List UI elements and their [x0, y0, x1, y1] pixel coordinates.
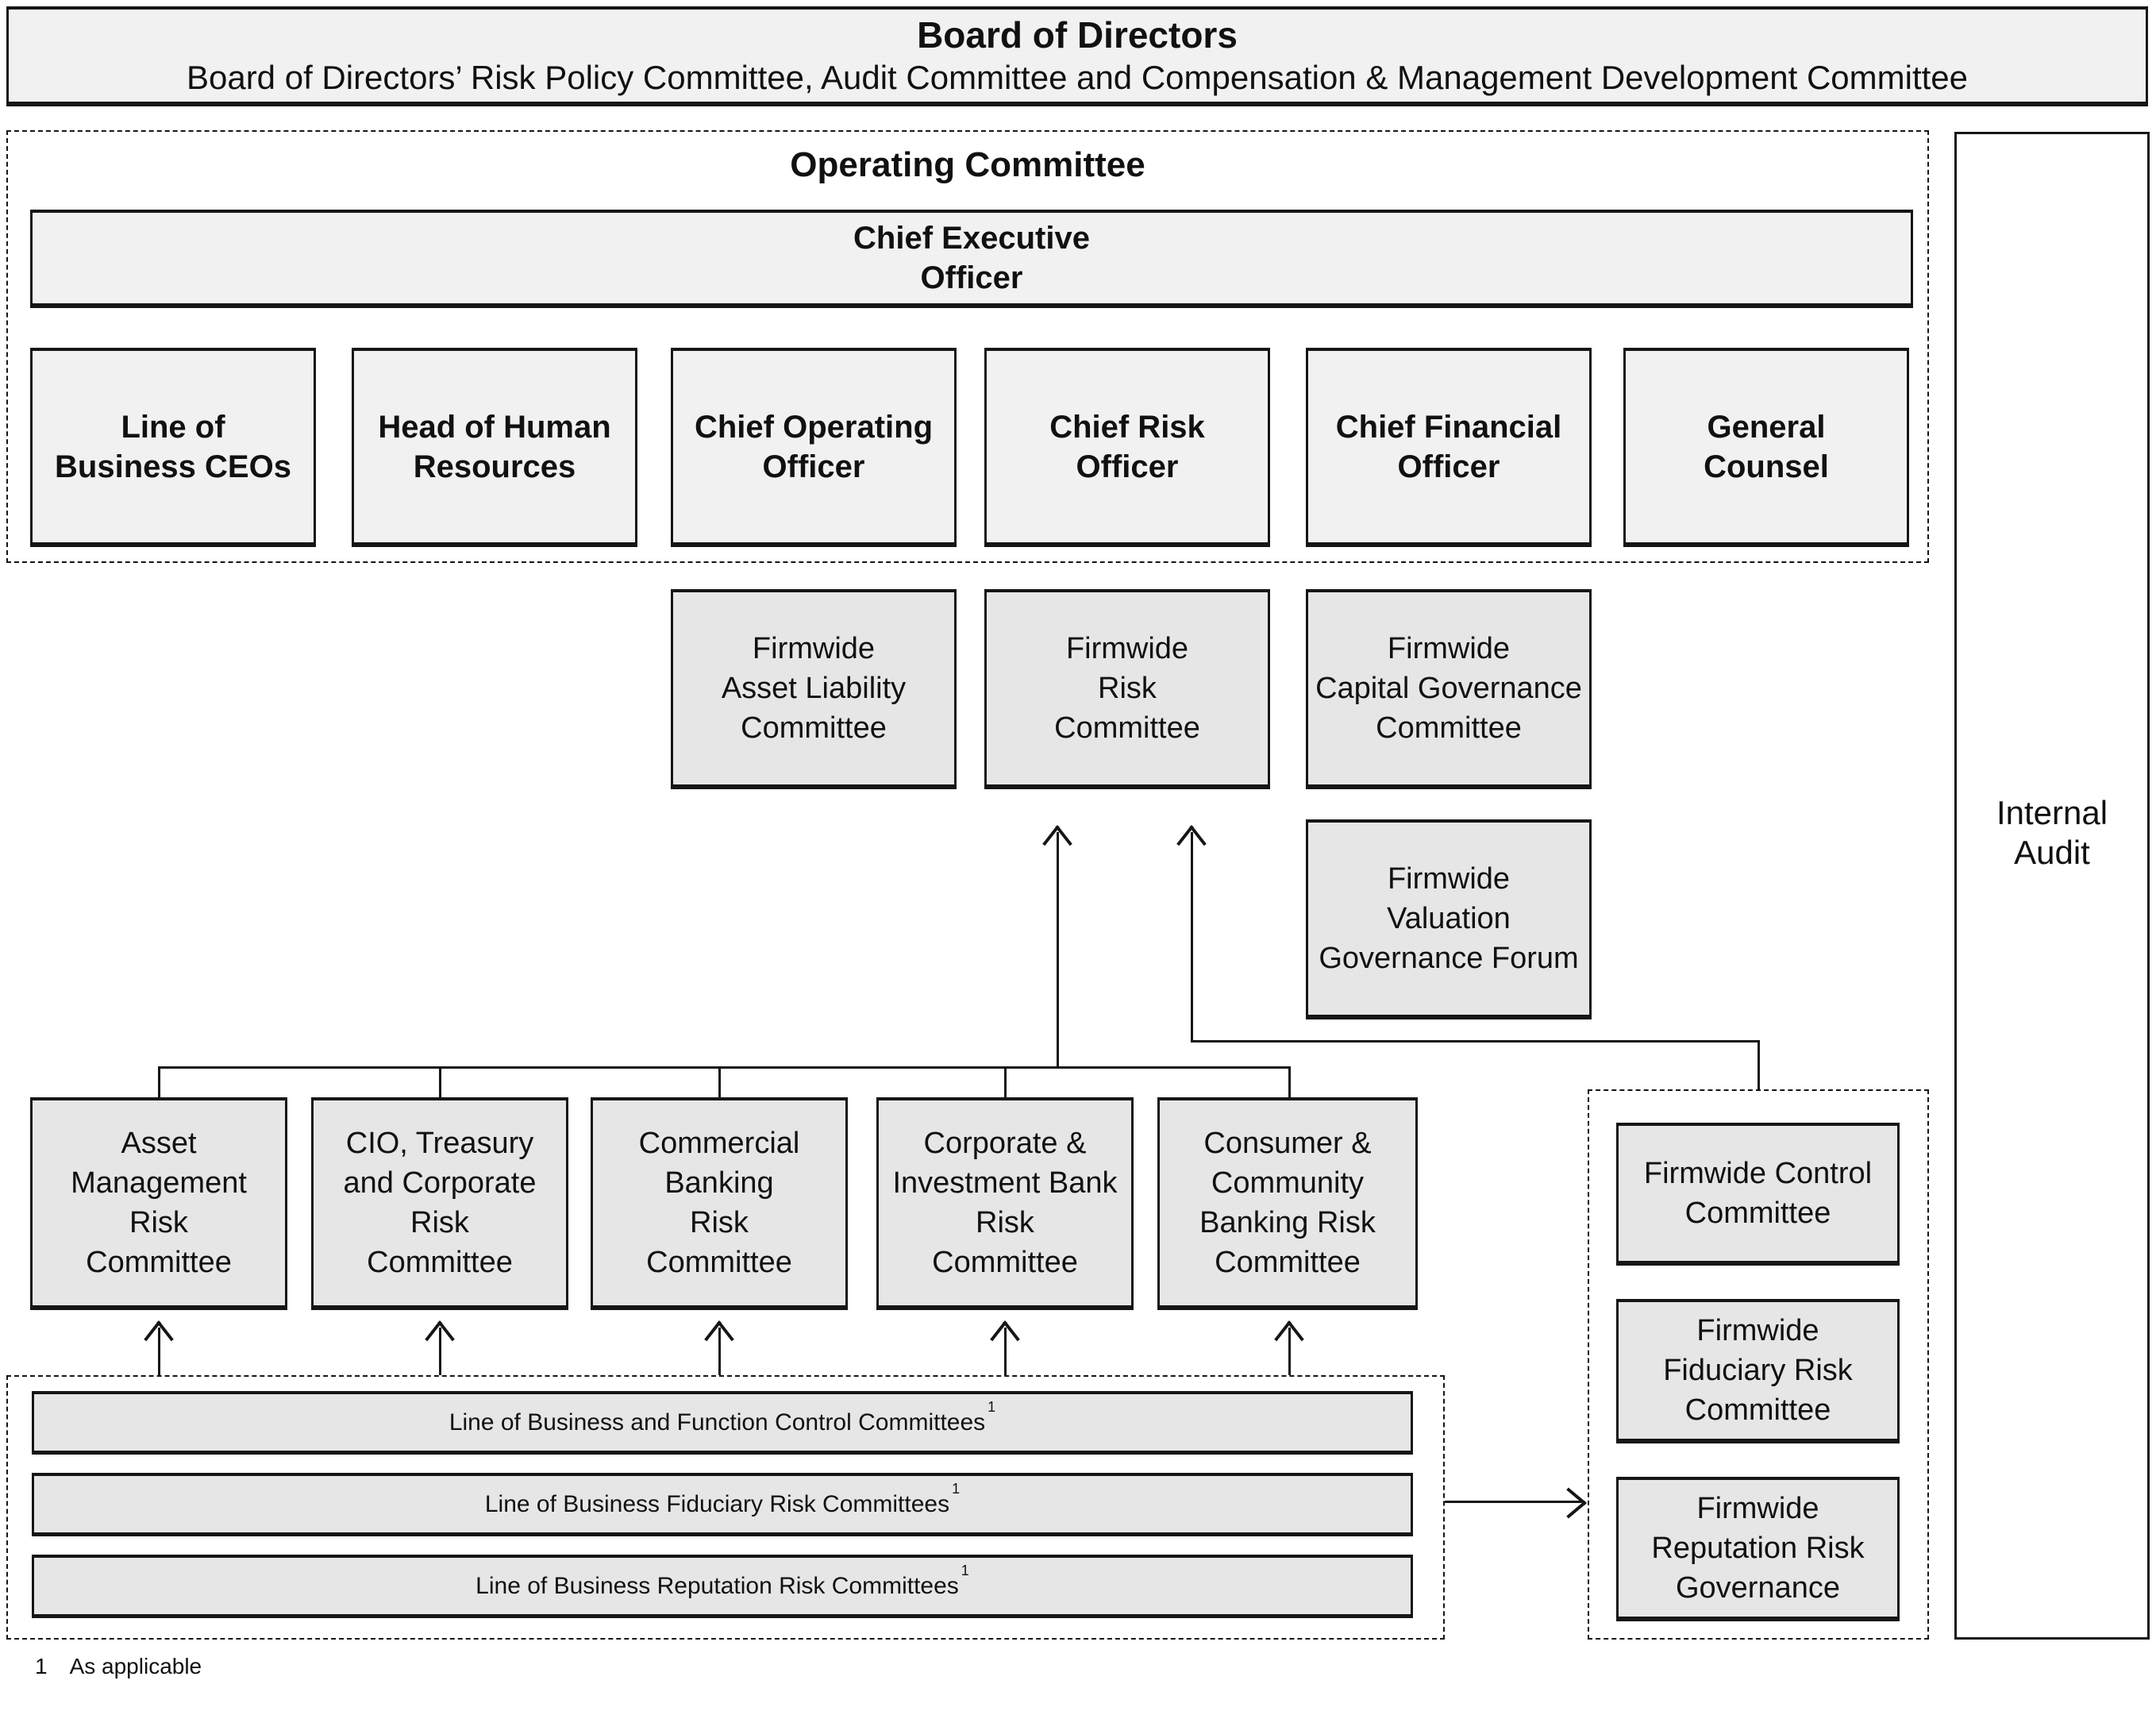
box-head-of-human-resources: Head of Human Resources	[352, 348, 637, 547]
box-asset-management-risk-committee: Asset Management Risk Committee	[30, 1097, 287, 1310]
ceo-box: Chief Executive Officer	[30, 210, 1913, 308]
firmwide-capital-governance-label: Firmwide Capital Governance Committee	[1315, 631, 1582, 746]
box-firmwide-risk-committee: Firmwide Risk Committee	[984, 589, 1270, 789]
lob-reputation-committees-text: Line of Business Reputation Risk Committ…	[475, 1563, 969, 1601]
box-firmwide-valuation-governance-forum: Firmwide Valuation Governance Forum	[1306, 819, 1592, 1019]
footnote-text: As applicable	[69, 1654, 202, 1678]
connector-stub-commercial-banking	[718, 1066, 721, 1099]
box-general-counsel: General Counsel	[1623, 348, 1909, 547]
firmwide-fiduciary-risk-label: Firmwide Fiduciary Risk Committee	[1663, 1313, 1853, 1428]
firmwide-governance-group	[1588, 1089, 1929, 1640]
connector-risk-trunk	[158, 1066, 1291, 1069]
lob-fiduciary-committees-label: Line of Business Fiduciary Risk Committe…	[484, 1490, 950, 1517]
operating-committee-label: Operating Committee	[790, 145, 1145, 184]
operating-committee-group	[6, 130, 1929, 563]
firmwide-risk-committee-label: Firmwide Risk Committee	[1054, 631, 1200, 746]
connector-up-5	[1288, 1328, 1291, 1375]
firmwide-reputation-risk-label: Firmwide Reputation Risk Governance	[1651, 1491, 1865, 1605]
connector-stub-asset-management	[158, 1066, 160, 1099]
footnote: 1 As applicable	[35, 1653, 202, 1680]
box-chief-risk-officer: Chief Risk Officer	[984, 348, 1270, 547]
commercial-banking-risk-label: Commercial Banking Risk Committee	[638, 1126, 800, 1280]
connector-to-firmwide-group	[1445, 1501, 1581, 1503]
connector-up-2	[439, 1328, 441, 1375]
lob-control-committees-text: Line of Business and Function Control Co…	[449, 1400, 995, 1437]
box-consumer-community-banking-risk-committee: Consumer & Community Banking Risk Commit…	[1157, 1097, 1418, 1310]
box-cio-treasury-corporate-risk-committee: CIO, Treasury and Corporate Risk Committ…	[311, 1097, 568, 1310]
ceo-label: Chief Executive Officer	[853, 221, 1090, 295]
consumer-community-banking-risk-label: Consumer & Community Banking Risk Commit…	[1199, 1126, 1376, 1280]
chief-risk-officer-label: Chief Risk Officer	[1049, 409, 1205, 484]
lob-fiduciary-committees-text: Line of Business Fiduciary Risk Committe…	[484, 1482, 960, 1519]
corporate-investment-bank-risk-label: Corporate & Investment Bank Risk Committ…	[892, 1126, 1118, 1280]
firmwide-asset-liability-label: Firmwide Asset Liability Committee	[721, 631, 907, 746]
connector-stub-corporate-ib	[1004, 1066, 1007, 1099]
board-title: Board of Directors	[917, 13, 1238, 56]
box-firmwide-control-committee: Firmwide Control Committee	[1616, 1123, 1900, 1266]
connector-up-1	[158, 1328, 160, 1375]
lob-reputation-committees-label: Line of Business Reputation Risk Committ…	[475, 1572, 959, 1599]
cio-treasury-corporate-risk-label: CIO, Treasury and Corporate Risk Committ…	[343, 1126, 537, 1280]
box-firmwide-reputation-risk-governance: Firmwide Reputation Risk Governance	[1616, 1477, 1900, 1621]
lob-reputation-footnote-marker: 1	[961, 1562, 969, 1578]
chief-financial-officer-label: Chief Financial Officer	[1335, 409, 1562, 484]
box-commercial-banking-risk-committee: Commercial Banking Risk Committee	[591, 1097, 848, 1310]
operating-committee-label-row: Operating Committee	[0, 145, 1935, 187]
box-firmwide-fiduciary-risk-committee: Firmwide Fiduciary Risk Committee	[1616, 1299, 1900, 1443]
connector-elbow-vertical	[1758, 1040, 1760, 1091]
internal-audit-box: Internal Audit	[1954, 132, 2150, 1640]
general-counsel-label: General Counsel	[1704, 409, 1829, 484]
box-chief-operating-officer: Chief Operating Officer	[671, 348, 957, 547]
connector-up-4	[1004, 1328, 1007, 1375]
lob-control-committees-label: Line of Business and Function Control Co…	[449, 1409, 986, 1436]
line-of-business-ceos-label: Line of Business CEOs	[55, 409, 291, 484]
bar-lob-fiduciary-risk-committees: Line of Business Fiduciary Risk Committe…	[32, 1473, 1413, 1536]
connector-stub-consumer-community	[1288, 1066, 1291, 1099]
bar-lob-function-control-committees: Line of Business and Function Control Co…	[32, 1391, 1413, 1455]
connector-up-3	[718, 1328, 721, 1375]
connector-elbow-horizontal	[1191, 1040, 1760, 1042]
firmwide-valuation-forum-label: Firmwide Valuation Governance Forum	[1319, 861, 1579, 976]
connector-riser-left	[1057, 832, 1059, 1069]
lob-control-footnote-marker: 1	[988, 1398, 996, 1415]
internal-audit-label: Internal Audit	[1996, 794, 2108, 872]
box-corporate-investment-bank-risk-committee: Corporate & Investment Bank Risk Committ…	[876, 1097, 1134, 1310]
connector-riser-right	[1191, 832, 1193, 1042]
asset-management-risk-label: Asset Management Risk Committee	[71, 1126, 247, 1280]
lob-fiduciary-footnote-marker: 1	[952, 1480, 961, 1497]
box-chief-financial-officer: Chief Financial Officer	[1306, 348, 1592, 547]
bar-lob-reputation-risk-committees: Line of Business Reputation Risk Committ…	[32, 1555, 1413, 1618]
board-of-directors-box: Board of Directors Board of Directors’ R…	[6, 6, 2148, 106]
box-firmwide-asset-liability-committee: Firmwide Asset Liability Committee	[671, 589, 957, 789]
box-line-of-business-ceos: Line of Business CEOs	[30, 348, 316, 547]
chief-operating-officer-label: Chief Operating Officer	[694, 409, 934, 484]
connector-stub-cio-treasury	[439, 1066, 441, 1099]
head-of-human-resources-label: Head of Human Resources	[378, 409, 611, 484]
firmwide-control-committee-label: Firmwide Control Committee	[1643, 1156, 1873, 1230]
board-subtitle: Board of Directors’ Risk Policy Committe…	[186, 58, 1969, 96]
line-of-business-committees-group	[6, 1375, 1445, 1640]
footnote-marker: 1	[35, 1654, 48, 1678]
box-firmwide-capital-governance-committee: Firmwide Capital Governance Committee	[1306, 589, 1592, 789]
